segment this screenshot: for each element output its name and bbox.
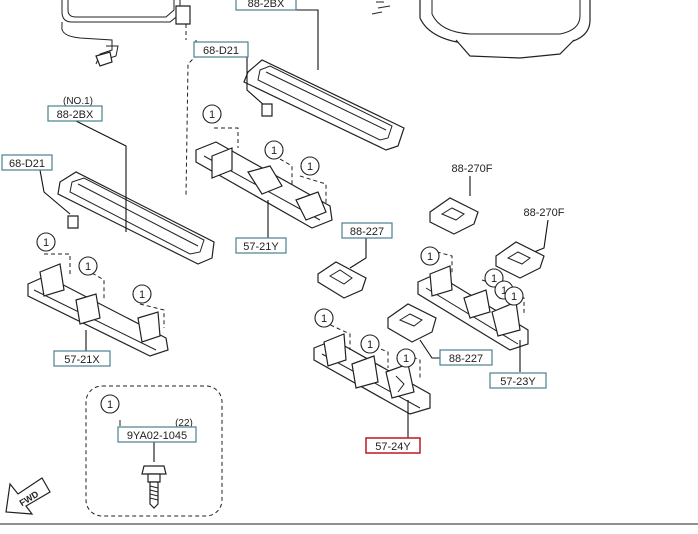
svg-text:1: 1 bbox=[85, 261, 91, 273]
index-marker: 1 bbox=[202, 104, 222, 124]
index-marker: 1 bbox=[504, 286, 524, 306]
index-marker: 1 bbox=[360, 334, 380, 354]
svg-text:88-227: 88-227 bbox=[350, 226, 384, 238]
bolt-qty: (22) bbox=[175, 418, 193, 429]
index-marker: 1 bbox=[300, 156, 320, 176]
svg-text:1: 1 bbox=[139, 289, 145, 301]
svg-text:9YA02-1045: 9YA02-1045 bbox=[127, 430, 187, 442]
index-marker: 1 bbox=[100, 394, 120, 414]
svg-text:1: 1 bbox=[271, 145, 277, 157]
leader-left-88-2bx bbox=[73, 119, 127, 232]
callout-top-88-2bx[interactable]: 88-2BX bbox=[235, 0, 297, 11]
callout-bolt-part-number[interactable]: 9YA02-1045 bbox=[117, 426, 197, 443]
wiring-harness bbox=[61, 0, 191, 67]
label-right-88-270f-b[interactable]: 88-270F bbox=[524, 207, 565, 219]
grommet-right-b bbox=[495, 241, 545, 279]
callout-right-57-23y[interactable]: 57-23Y bbox=[489, 372, 547, 389]
bolt-detail-frame bbox=[85, 385, 223, 517]
svg-text:68-D21: 68-D21 bbox=[203, 45, 239, 57]
callout-right-88-227[interactable]: 88-227 bbox=[439, 349, 493, 366]
grommet-right-a bbox=[429, 197, 479, 235]
svg-text:88-2BX: 88-2BX bbox=[248, 0, 285, 10]
left-floor-cover bbox=[57, 171, 215, 265]
callout-bottom-57-24y[interactable]: 57-24Y bbox=[365, 437, 421, 454]
callout-left-57-21x[interactable]: 57-21X bbox=[53, 350, 111, 367]
clip-top bbox=[261, 103, 273, 117]
callout-center-88-227[interactable]: 88-227 bbox=[341, 222, 393, 239]
callout-top-68-d21[interactable]: 68-D21 bbox=[193, 41, 249, 58]
svg-text:88-227: 88-227 bbox=[449, 353, 483, 365]
seat-rail-57-21x bbox=[27, 253, 169, 357]
index-marker: 1 bbox=[314, 308, 334, 328]
seat-body-fragment bbox=[371, 0, 591, 59]
leader-right-88-270f-b bbox=[533, 219, 549, 253]
label-right-88-270f-a[interactable]: 88-270F bbox=[452, 163, 493, 175]
leader-center-88-227 bbox=[349, 238, 367, 269]
index-marker: 1 bbox=[264, 140, 284, 160]
svg-text:57-23Y: 57-23Y bbox=[500, 376, 536, 388]
index-marker: 1 bbox=[396, 348, 416, 368]
svg-text:1: 1 bbox=[491, 273, 497, 285]
callout-left-68-d21[interactable]: 68-D21 bbox=[1, 154, 53, 171]
svg-text:1: 1 bbox=[511, 291, 517, 303]
svg-text:1: 1 bbox=[501, 285, 507, 297]
svg-text:68-D21: 68-D21 bbox=[9, 158, 45, 170]
index-marker: 1 bbox=[420, 246, 440, 266]
svg-text:1: 1 bbox=[209, 109, 215, 121]
svg-text:57-21X: 57-21X bbox=[64, 354, 100, 366]
no1-label: (NO.1) bbox=[63, 96, 93, 107]
index-marker: 1 bbox=[36, 232, 56, 252]
svg-text:1: 1 bbox=[427, 251, 433, 263]
callout-center-57-21y[interactable]: 57-21Y bbox=[235, 237, 287, 254]
svg-text:1: 1 bbox=[307, 161, 313, 173]
leader-right-88-227 bbox=[419, 339, 440, 359]
index-markers: 1 1 1 1 1 1 1 1 1 1 1 1 1 1 bbox=[36, 104, 524, 414]
grommet-center bbox=[317, 261, 367, 299]
leader-top-68-d21 bbox=[246, 52, 266, 107]
svg-text:88-2BX: 88-2BX bbox=[57, 109, 94, 121]
svg-text:1: 1 bbox=[367, 339, 373, 351]
index-marker: 1 bbox=[132, 284, 152, 304]
callout-left-88-2bx[interactable]: 88-2BX bbox=[47, 105, 103, 122]
seat-rail-57-21y bbox=[195, 127, 333, 229]
clip-left bbox=[67, 215, 79, 229]
fwd-arrow-icon bbox=[5, 477, 51, 515]
svg-text:1: 1 bbox=[43, 237, 49, 249]
guide-dashed-top bbox=[185, 40, 197, 197]
svg-text:57-21Y: 57-21Y bbox=[243, 241, 279, 253]
leader-left-68-d21 bbox=[39, 169, 71, 215]
svg-text:1: 1 bbox=[321, 313, 327, 325]
svg-text:1: 1 bbox=[403, 353, 409, 365]
bolt-icon bbox=[141, 465, 167, 509]
leader-top-88-2bx bbox=[262, 9, 319, 70]
seat-rail-57-24y bbox=[313, 321, 431, 415]
index-marker: 1 bbox=[78, 256, 98, 276]
grommet-right-c bbox=[387, 303, 437, 343]
svg-text:57-24Y: 57-24Y bbox=[375, 441, 411, 453]
svg-text:1: 1 bbox=[107, 399, 113, 411]
top-floor-cover bbox=[243, 59, 405, 151]
